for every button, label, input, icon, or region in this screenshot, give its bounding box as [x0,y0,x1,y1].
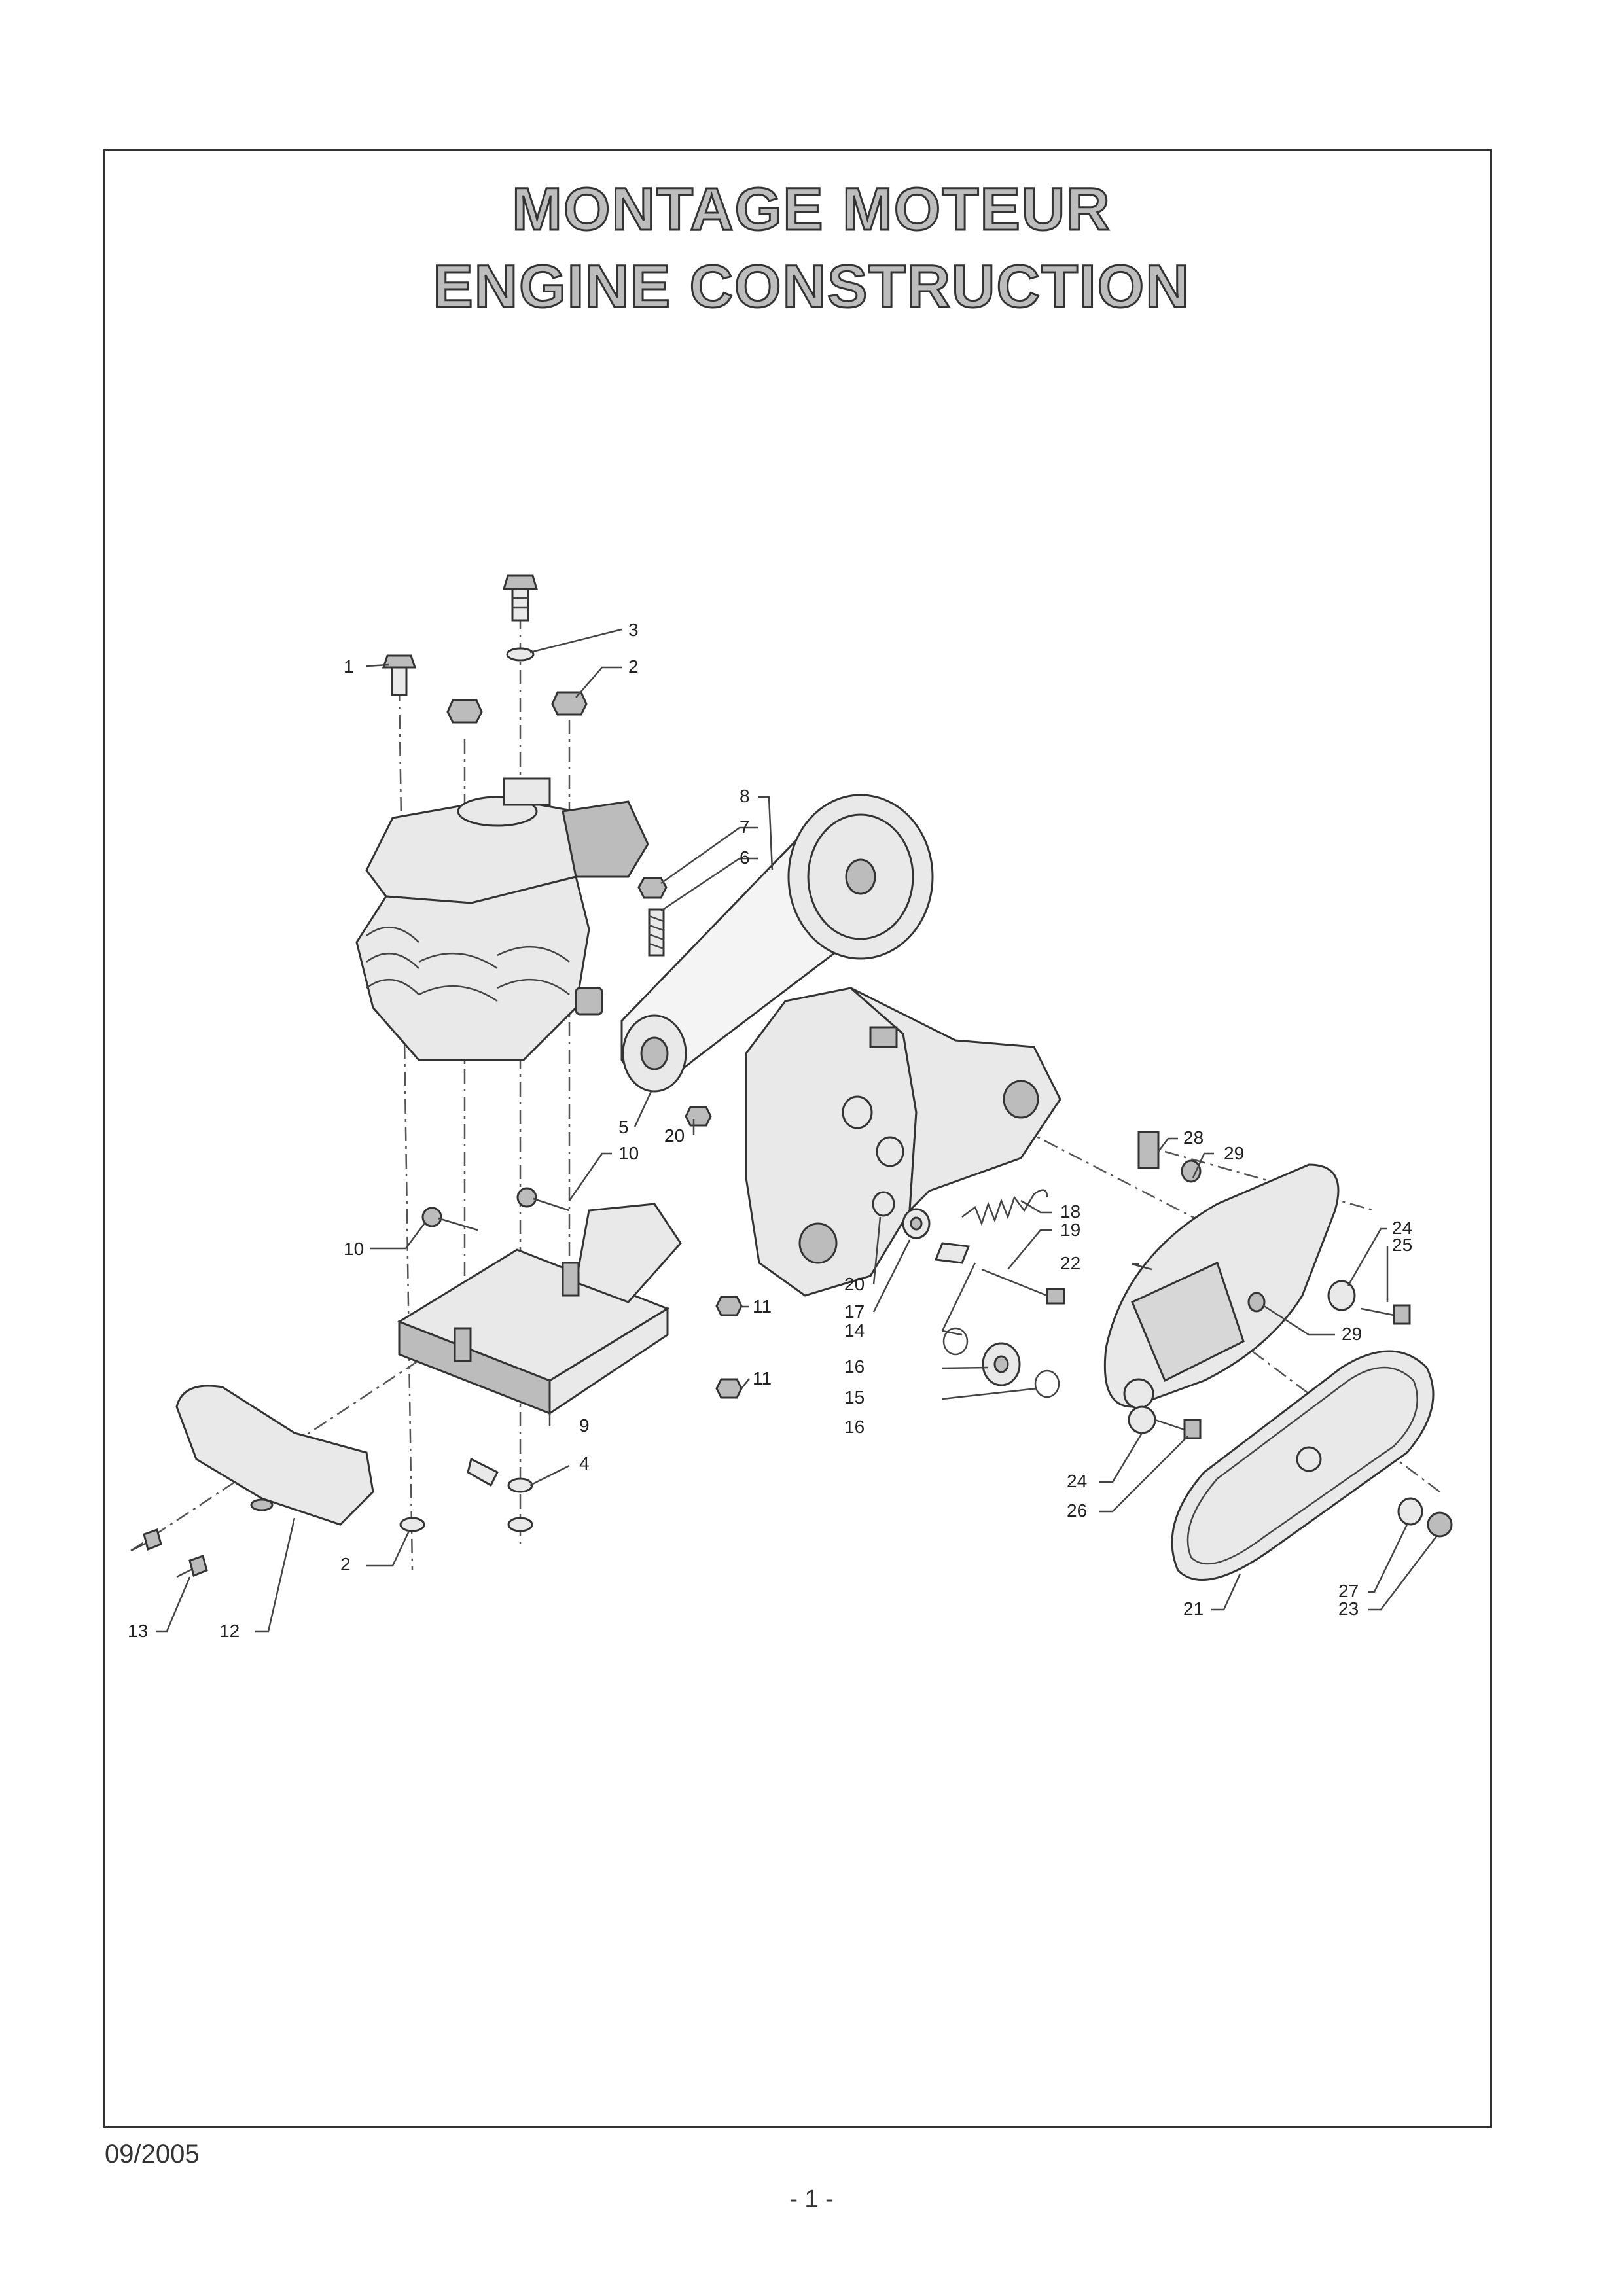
belt-guard-22 [1103,1163,1340,1409]
gearbox [745,987,1061,1297]
callout-28: 28 [1183,1127,1204,1148]
callout-9: 9 [579,1415,590,1436]
bumper-12 [175,1385,374,1526]
callout-20-upper: 20 [664,1125,685,1146]
callout-23: 23 [1338,1598,1359,1619]
clip-29-upper [1181,1159,1202,1183]
ring-16-right [1034,1369,1060,1398]
engine-plate-9 [397,1203,682,1415]
callout-3: 3 [628,620,639,640]
bolt-25 [1361,1304,1411,1325]
pulley-large [787,794,934,960]
spring-18 [961,1189,1048,1226]
callout-18: 18 [1060,1201,1080,1222]
washer-24-right [1327,1280,1356,1311]
callout-4: 4 [579,1453,590,1474]
nut-20-upper [685,1106,712,1127]
ring-16-left [942,1327,969,1356]
callout-6: 6 [740,847,750,868]
bushing-20 [872,1191,895,1217]
clip-29-lower [1247,1292,1266,1313]
callout-1: 1 [344,656,354,677]
title-english: ENGINE CONSTRUCTION [432,253,1190,321]
bolt-26 [1154,1419,1202,1439]
title-french: MONTAGE MOTEUR [511,175,1111,244]
wheel-15 [982,1342,1021,1386]
callout-16-lower: 16 [844,1417,865,1437]
engine [355,777,649,1061]
plate-28 [1137,1131,1160,1169]
callout-11-lower: 11 [753,1368,772,1388]
nut-11-lower [715,1378,743,1399]
callout-29-lower: 29 [1342,1324,1362,1344]
callout-12: 12 [219,1621,240,1641]
bolt-10-right [516,1187,570,1212]
callout-7: 7 [740,817,750,837]
callout-16-upper: 16 [844,1356,865,1377]
washer-2-lower [399,1517,425,1532]
callout-20-lower: 20 [844,1274,865,1294]
callout-25: 25 [1392,1235,1412,1255]
callout-26: 26 [1067,1500,1087,1521]
lever-14 [934,1242,971,1264]
callout-15: 15 [844,1387,865,1407]
callout-14: 14 [844,1320,865,1341]
washer-24-left [1128,1405,1156,1434]
nut-7 [637,877,668,899]
callout-24-right: 24 [1392,1218,1412,1238]
nut-left [446,699,483,724]
callout-21: 21 [1183,1598,1204,1619]
spring-6 [648,908,665,957]
pin-4 [467,1457,499,1487]
callout-27: 27 [1338,1581,1359,1601]
callout-11-upper: 11 [753,1296,772,1316]
callout-2-top: 2 [628,656,639,677]
callout-2-bottom: 2 [340,1554,351,1574]
callout-17: 17 [844,1301,865,1322]
outer-cover-21 [1171,1350,1435,1581]
bushing-17 [902,1208,931,1239]
callout-13: 13 [128,1621,148,1641]
bolt-19 [981,1268,1065,1305]
callout-labels: 1 2 3 8 7 6 5 10 20 10 11 11 9 4 2 13 12… [128,620,1412,1641]
footer-date: 09/2005 [105,2140,200,2168]
washer-4-lower [507,1517,533,1532]
callout-24-left: 24 [1067,1471,1087,1491]
pulley-5 [622,1014,687,1093]
page-frame [103,149,1492,2128]
cap-nut-23 [1427,1511,1453,1538]
callout-10-right: 10 [618,1143,639,1163]
bolt-1 [382,654,417,696]
leader-lines [156,628,1437,1633]
bolt-top [502,574,539,622]
nut-2-top [551,691,588,716]
callout-10-left: 10 [344,1239,364,1259]
washer-3 [506,647,535,662]
callout-5: 5 [618,1117,629,1137]
callout-29-upper: 29 [1224,1143,1244,1163]
callout-19: 19 [1060,1220,1080,1240]
washer-4 [507,1477,533,1493]
callout-8: 8 [740,786,750,806]
bolts-13 [130,1528,208,1578]
washer-27 [1397,1497,1423,1526]
bolt-10-left [421,1207,478,1231]
page-number: - 1 - [789,2185,834,2213]
nut-11-upper [715,1296,743,1316]
callout-22: 22 [1060,1253,1080,1273]
